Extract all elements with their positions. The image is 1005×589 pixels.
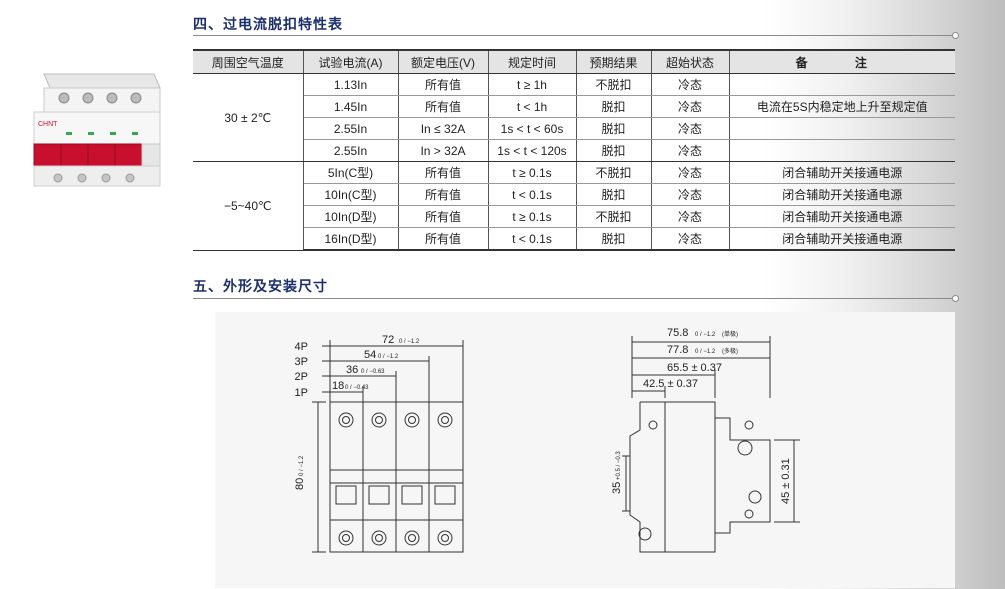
table-cell: 所有值 — [397, 161, 489, 184]
table-cell: 所有值 — [397, 95, 489, 118]
table-row: 1.45In 所有值 t < 1h 脱扣 冷态 电流在5S内稳定地上升至规定值 — [193, 95, 955, 118]
header-remarks: 备 注 — [728, 49, 955, 74]
table-cell: 所有值 — [397, 183, 489, 206]
dim-depth-65: 65.5 ± 0.37 — [667, 362, 722, 374]
table-row: 30 ± 2℃ 1.13In 所有值 t ≥ 1h 不脱扣 冷态 — [193, 73, 955, 162]
table-cell: 冷态 — [650, 73, 730, 96]
dim-depth-multi-tol: 0 / −1.2 — [695, 349, 716, 355]
dim-width-2p-tol: 0 / −0.63 — [361, 369, 385, 375]
table-cell: 1.45In — [303, 95, 399, 118]
brand-logo: CHNT — [38, 121, 58, 128]
temperature-cell: −5~40℃ — [193, 161, 304, 251]
table-cell: 所有值 — [397, 73, 489, 96]
dim-depth-single-note: (单极) — [722, 330, 738, 338]
dim-height-45: 45 ± 0.31 — [780, 458, 792, 504]
table-cell: t ≥ 0.1s — [487, 205, 577, 228]
temperature-cell: 30 ± 2℃ — [193, 73, 304, 162]
table-cell: 16In(D型) — [303, 227, 399, 251]
table-cell: 闭合辅助开关接通电源 — [728, 205, 955, 228]
table-cell: 脱扣 — [575, 183, 652, 206]
header-test-current: 试验电流(A) — [302, 49, 399, 74]
pole-label-2p: 2P — [295, 371, 308, 383]
header-rated-voltage: 额定电压(V) — [397, 49, 489, 74]
table-header-row: 周围空气温度 试验电流(A) 额定电压(V) 规定时间 预期结果 超始状态 备 … — [193, 49, 955, 74]
dim-width-1p: 18 — [332, 380, 344, 392]
table-cell: 冷态 — [650, 161, 730, 184]
table-cell: t < 0.1s — [487, 183, 577, 206]
dim-width-3p-tol: 0 / −1.2 — [378, 354, 399, 360]
dim-depth-42: 42.5 ± 0.37 — [643, 378, 698, 390]
side-view-drawing — [622, 336, 800, 553]
dim-width-3p: 54 — [364, 349, 376, 361]
table-cell: In > 32A — [397, 139, 489, 162]
table-row: 10In(C型) 所有值 t < 0.1s 脱扣 冷态 闭合辅助开关接通电源 — [193, 183, 955, 206]
pole-label-3p: 3P — [295, 356, 308, 368]
table-cell — [728, 139, 955, 162]
dim-height-80: 80 — [294, 478, 306, 490]
header-specified-time: 规定时间 — [487, 49, 577, 74]
dim-width-4p: 72 — [382, 334, 394, 346]
section4-rule — [193, 35, 955, 36]
dim-depth-multi: 77.8 — [667, 344, 688, 356]
section5-rule-end — [952, 295, 959, 302]
dim-height-80-tol: 0 / −1.2 — [299, 455, 305, 476]
table-row: 2.55In In ≤ 32A 1s < t < 60s 脱扣 冷态 — [193, 117, 955, 140]
section5-rule — [193, 298, 955, 299]
table-cell: 1s < t < 60s — [487, 117, 577, 140]
table-cell — [728, 117, 955, 140]
dim-width-4p-tol: 0 / −1.2 — [399, 339, 420, 345]
dim-rail-35-tol: +0.5 / −0.3 — [616, 451, 622, 480]
table-cell: 电流在5S内稳定地上升至规定值 — [728, 95, 955, 118]
header-ambient-temp: 周围空气温度 — [193, 49, 304, 74]
table-row: 10In(D型) 所有值 t ≥ 0.1s 不脱扣 冷态 闭合辅助开关接通电源 — [193, 205, 955, 228]
pole-label-4p: 4P — [295, 341, 308, 353]
table-cell: 所有值 — [397, 205, 489, 228]
header-expected-result: 预期结果 — [575, 49, 652, 74]
breaker-product-photo: CHNT — [33, 73, 161, 187]
table-cell: t < 0.1s — [487, 227, 577, 251]
table-cell: t ≥ 1h — [487, 73, 577, 96]
dim-depth-multi-note: (多极) — [722, 347, 738, 355]
table-cell: 所有值 — [397, 227, 489, 251]
table-cell: 冷态 — [650, 139, 730, 162]
pole-label-1p: 1P — [295, 387, 308, 399]
table-cell: 不脱扣 — [575, 73, 652, 96]
table-cell — [728, 73, 955, 96]
table-cell: 闭合辅助开关接通电源 — [728, 227, 955, 251]
table-row: 16In(D型) 所有值 t < 0.1s 脱扣 冷态 闭合辅助开关接通电源 — [193, 227, 955, 251]
table-cell: 冷态 — [650, 227, 730, 251]
table-row: 2.55In In > 32A 1s < t < 120s 脱扣 冷态 — [193, 139, 955, 162]
trip-characteristics-table: 周围空气温度 试验电流(A) 额定电压(V) 规定时间 预期结果 超始状态 备 … — [193, 49, 955, 251]
table-cell: 脱扣 — [575, 227, 652, 251]
section5-title: 五、外形及安装尺寸 — [193, 278, 328, 294]
table-cell: 冷态 — [650, 95, 730, 118]
dim-rail-35: 35 — [611, 482, 623, 494]
table-cell: 闭合辅助开关接通电源 — [728, 161, 955, 184]
dim-depth-single: 75.8 — [667, 327, 688, 339]
table-row: −5~40℃ 5In(C型) 所有值 t ≥ 0.1s 不脱扣 冷态 闭合辅助开… — [193, 161, 955, 251]
table-cell: 冷态 — [650, 205, 730, 228]
front-view-drawing — [312, 340, 464, 553]
table-cell: 10In(C型) — [303, 183, 399, 206]
table-cell: t ≥ 0.1s — [487, 161, 577, 184]
table-cell: 不脱扣 — [575, 161, 652, 184]
table-cell: 1.13In — [302, 73, 399, 96]
table-cell: 1s < t < 120s — [487, 139, 577, 162]
dim-width-1p-tol: 0 / −0.43 — [345, 385, 369, 391]
section4-title: 四、过电流脱扣特性表 — [193, 16, 343, 32]
section4-rule-end — [952, 32, 959, 39]
header-initial-state: 超始状态 — [650, 49, 730, 74]
table-cell: 2.55In — [303, 117, 399, 140]
dim-width-2p: 36 — [346, 364, 358, 376]
table-cell: 闭合辅助开关接通电源 — [728, 183, 955, 206]
dim-depth-single-tol: 0 / −1.2 — [695, 332, 716, 338]
table-cell: 10In(D型) — [303, 205, 399, 228]
